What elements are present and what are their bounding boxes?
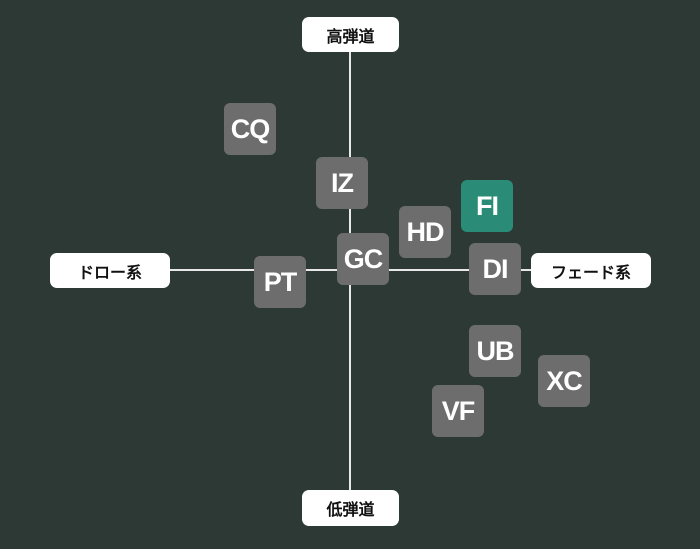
axis-label-right: フェード系 [531,253,651,288]
item-gc: GC [337,233,389,285]
axis-label-bottom: 低弾道 [302,490,399,526]
item-fi: FI [461,180,513,232]
item-pt: PT [254,256,306,308]
item-vf: VF [432,385,484,437]
item-di: DI [469,243,521,295]
axis-label-top: 高弾道 [302,17,399,52]
item-cq: CQ [224,103,276,155]
axis-label-left: ドロー系 [50,253,170,288]
item-iz: IZ [316,157,368,209]
item-ub: UB [469,325,521,377]
item-hd: HD [399,206,451,258]
item-xc: XC [538,355,590,407]
